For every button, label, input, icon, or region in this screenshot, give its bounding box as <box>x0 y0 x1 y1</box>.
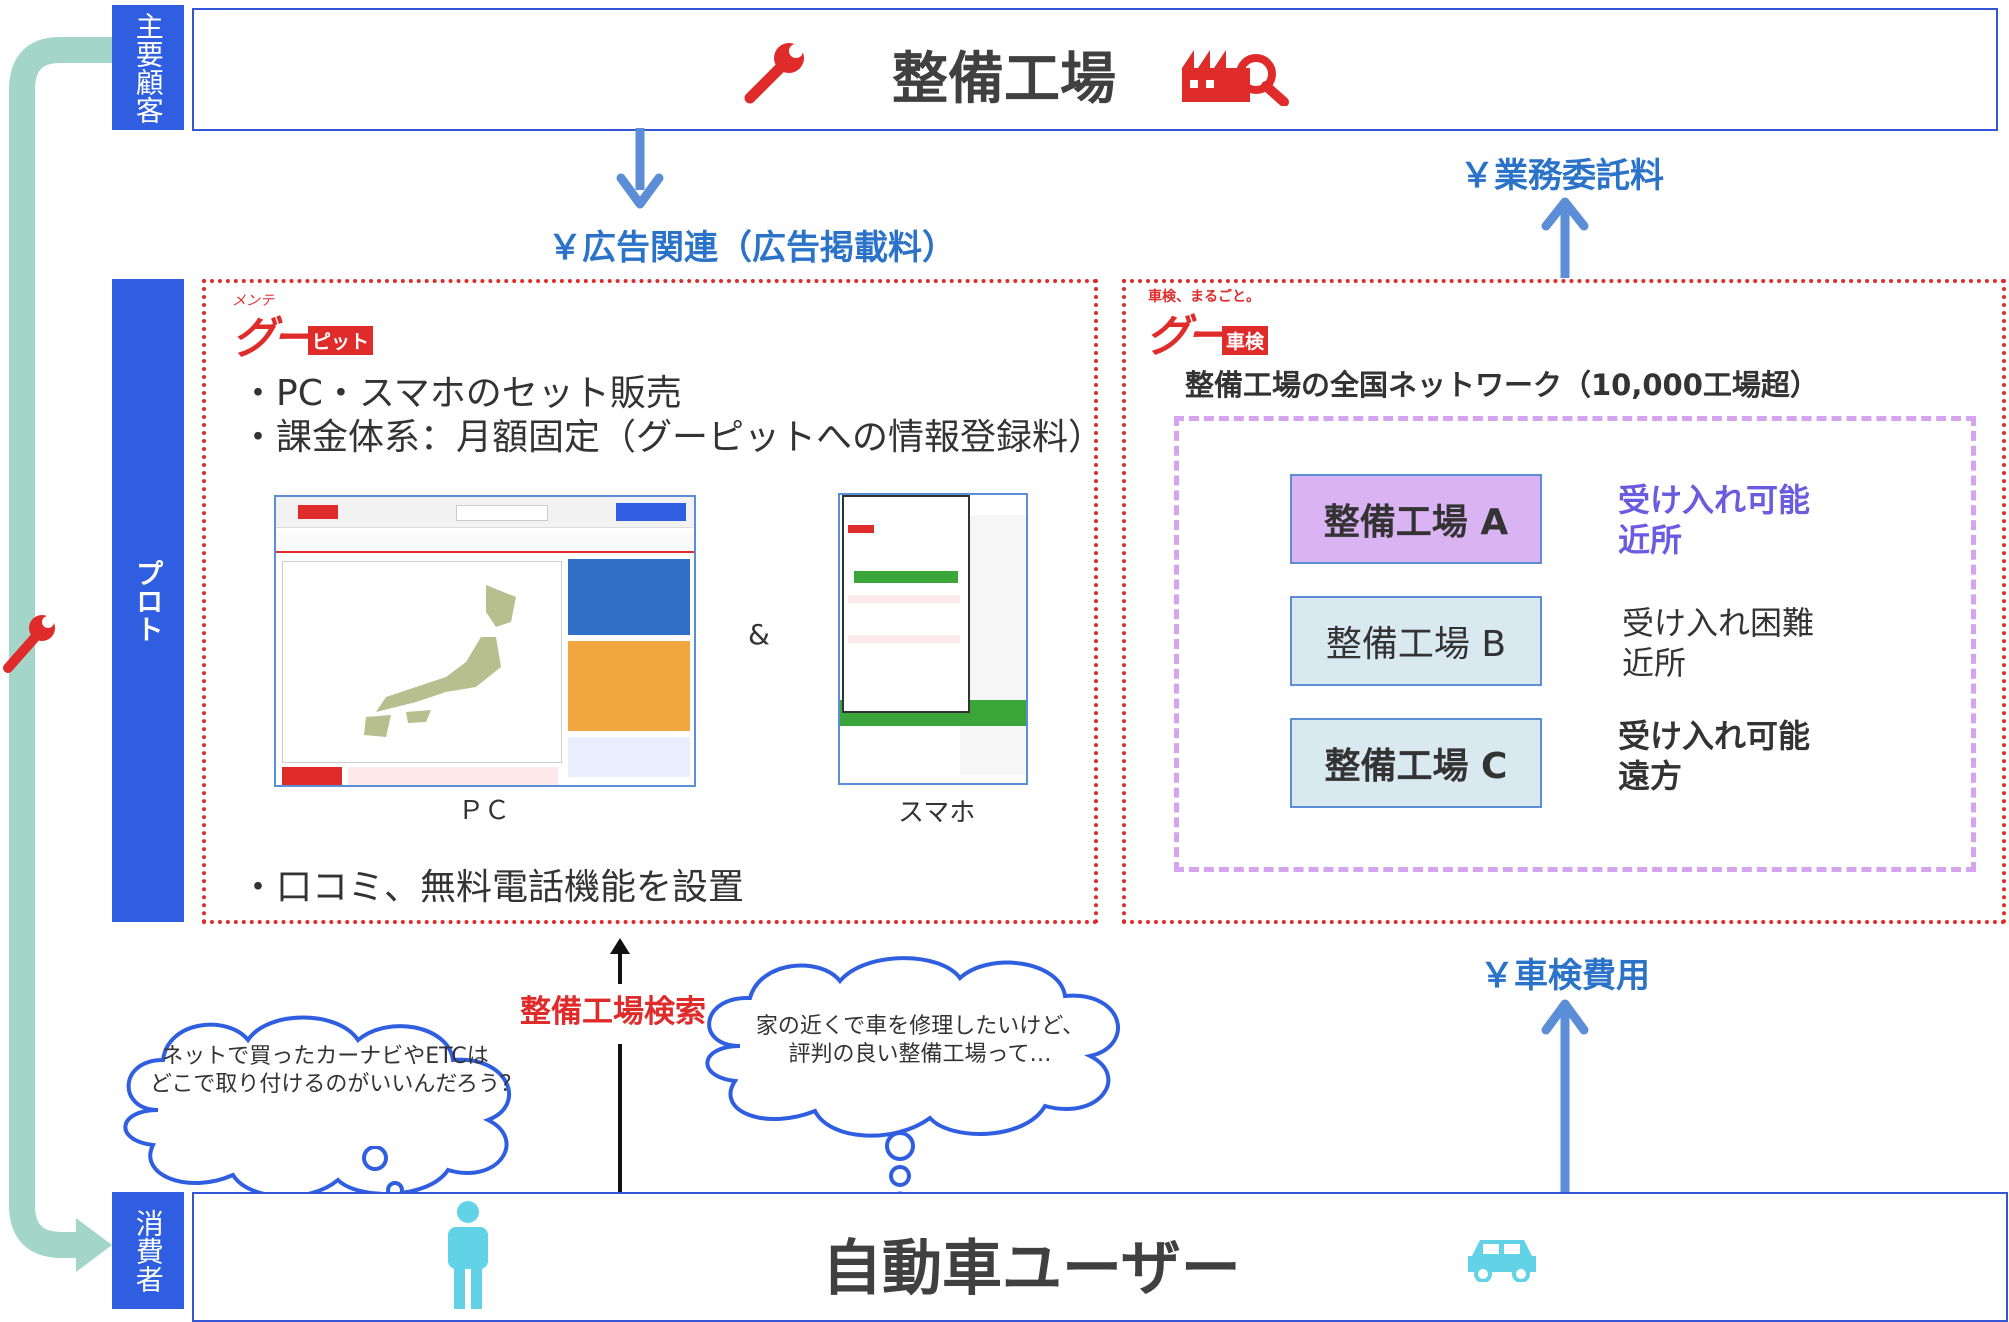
goo-shaken-panel <box>1122 279 2006 924</box>
goo-shaken-logo-main: グー <box>1146 311 1230 362</box>
label-consumer-text: 消費者 <box>131 1208 165 1293</box>
goopit-panel <box>202 279 1098 924</box>
pc-map-area <box>282 561 562 763</box>
label-consumer: 消費者 <box>112 1192 184 1309</box>
factory-c-status-2: 遠方 <box>1618 757 1683 795</box>
factory-a-status-1: 受け入れ可能 <box>1618 481 1811 519</box>
label-platform-text: プロト <box>131 558 165 643</box>
search-label: 整備工場検索 <box>520 994 706 1030</box>
left-thought-text: ネットで買ったカーナビやETCは どこで取り付けるのがいいんだろう？ <box>150 1043 523 1099</box>
factory-a-status-2: 近所 <box>1618 521 1683 559</box>
left-thought-cloud <box>123 1015 511 1199</box>
goo-shaken-logo: 車検、まるごと。 グー 車検 <box>1142 286 1292 362</box>
label-platform: プロト <box>112 279 184 922</box>
pc-screenshot <box>274 495 696 787</box>
sp-front-btn <box>854 571 958 583</box>
car-icon <box>1468 1240 1536 1282</box>
pc-side-panel-2 <box>568 641 690 731</box>
factory-b-status-1: 受け入れ困難 <box>1622 604 1815 642</box>
goopit-bullet-3: ・口コミ、無料電話機能を設置 <box>240 867 745 908</box>
left-thought-line-2: どこで取り付けるのがいいんだろう？ <box>150 1072 523 1097</box>
goopit-logo-main: グー <box>232 313 316 364</box>
ad-fee-arrow <box>616 128 664 209</box>
sp-front-logo <box>848 525 874 533</box>
goopit-logo: メンテ グー ピット <box>228 290 378 364</box>
factory-c-name: 整備工場 C <box>1324 746 1508 787</box>
sp-front-row2 <box>848 635 960 643</box>
smartphone-caption: スマホ <box>898 798 976 828</box>
ad-fee-label: ￥広告関連（広告掲載料） <box>548 228 956 268</box>
pc-bottom-banner-2 <box>348 767 558 785</box>
factory-c-box: 整備工場 C <box>1290 718 1542 808</box>
goopit-bullet-1: ・PC・スマホのセット販売 <box>240 373 682 414</box>
sp-front-row1 <box>848 595 960 603</box>
person-icon <box>448 1201 488 1309</box>
top-factory-box <box>192 8 1998 131</box>
goopit-logo-small: メンテ <box>232 293 274 309</box>
label-main-customer-text: 主要顧客 <box>131 11 165 124</box>
pc-side-panel <box>568 559 690 635</box>
commission-arrow <box>1541 197 1589 278</box>
factory-b-status: 受け入れ困難 近所 <box>1622 603 1814 683</box>
left-thought-line-1: ネットで買ったカーナビやETCは <box>161 1044 489 1069</box>
bottom-title: 自動車ユーザー <box>822 1234 1241 1304</box>
factory-a-status: 受け入れ可能 近所 <box>1618 480 1810 560</box>
factory-c-status: 受け入れ可能 遠方 <box>1618 716 1810 796</box>
factory-a-box: 整備工場 A <box>1290 474 1542 564</box>
pc-caption: ＰＣ <box>458 796 511 826</box>
sp-back-panel <box>960 515 1026 775</box>
pc-header-search <box>456 505 548 521</box>
network-title: 整備工場の全国ネットワーク（10,000工場超） <box>1185 368 1819 402</box>
wrench-icon <box>744 43 804 104</box>
bottom-user-box <box>192 1192 2008 1322</box>
right-thought-line-1: 家の近くで車を修理したいけど、 <box>755 1014 1085 1039</box>
label-main-customer: 主要顧客 <box>112 5 184 130</box>
pc-side-panel-3 <box>568 737 690 777</box>
right-thought-text: 家の近くで車を修理したいけど、 評判の良い整備工場って… <box>730 1013 1110 1069</box>
search-arrow <box>610 938 630 1192</box>
inspection-fee-label: ￥車検費用 <box>1480 956 1650 996</box>
factory-icon <box>1182 50 1289 106</box>
pc-header-logo <box>298 505 338 519</box>
commission-label: ￥業務委託料 <box>1460 156 1664 196</box>
factory-b-box: 整備工場 B <box>1290 596 1542 686</box>
ampersand: & <box>748 618 770 651</box>
factory-network-box <box>1174 416 1976 872</box>
goo-shaken-logo-tag: 車検 <box>1222 326 1269 355</box>
right-thought-line-2: 評判の良い整備工場って… <box>788 1042 1052 1067</box>
pc-bottom-banner <box>282 767 342 785</box>
top-title: 整備工場 <box>892 47 1116 112</box>
factory-c-status-1: 受け入れ可能 <box>1618 717 1811 755</box>
goo-shaken-logo-small: 車検、まるごと。 <box>1148 289 1260 305</box>
inspection-fee-arrow <box>1541 999 1589 1192</box>
factory-a-name: 整備工場 A <box>1323 502 1509 543</box>
factory-b-name: 整備工場 B <box>1325 624 1507 665</box>
japan-map <box>364 585 516 737</box>
pc-nav <box>276 533 694 553</box>
pc-header-btn <box>616 503 686 521</box>
goopit-logo-tag: ピット <box>308 326 374 355</box>
factory-b-status-2: 近所 <box>1622 644 1687 682</box>
right-thought-cloud <box>705 956 1120 1138</box>
goopit-bullet-2: ・課金体系：月額固定（グーピットへの情報登録料） <box>240 417 1105 458</box>
wrench-icon <box>3 615 55 673</box>
smartphone-screenshot <box>838 493 1028 785</box>
